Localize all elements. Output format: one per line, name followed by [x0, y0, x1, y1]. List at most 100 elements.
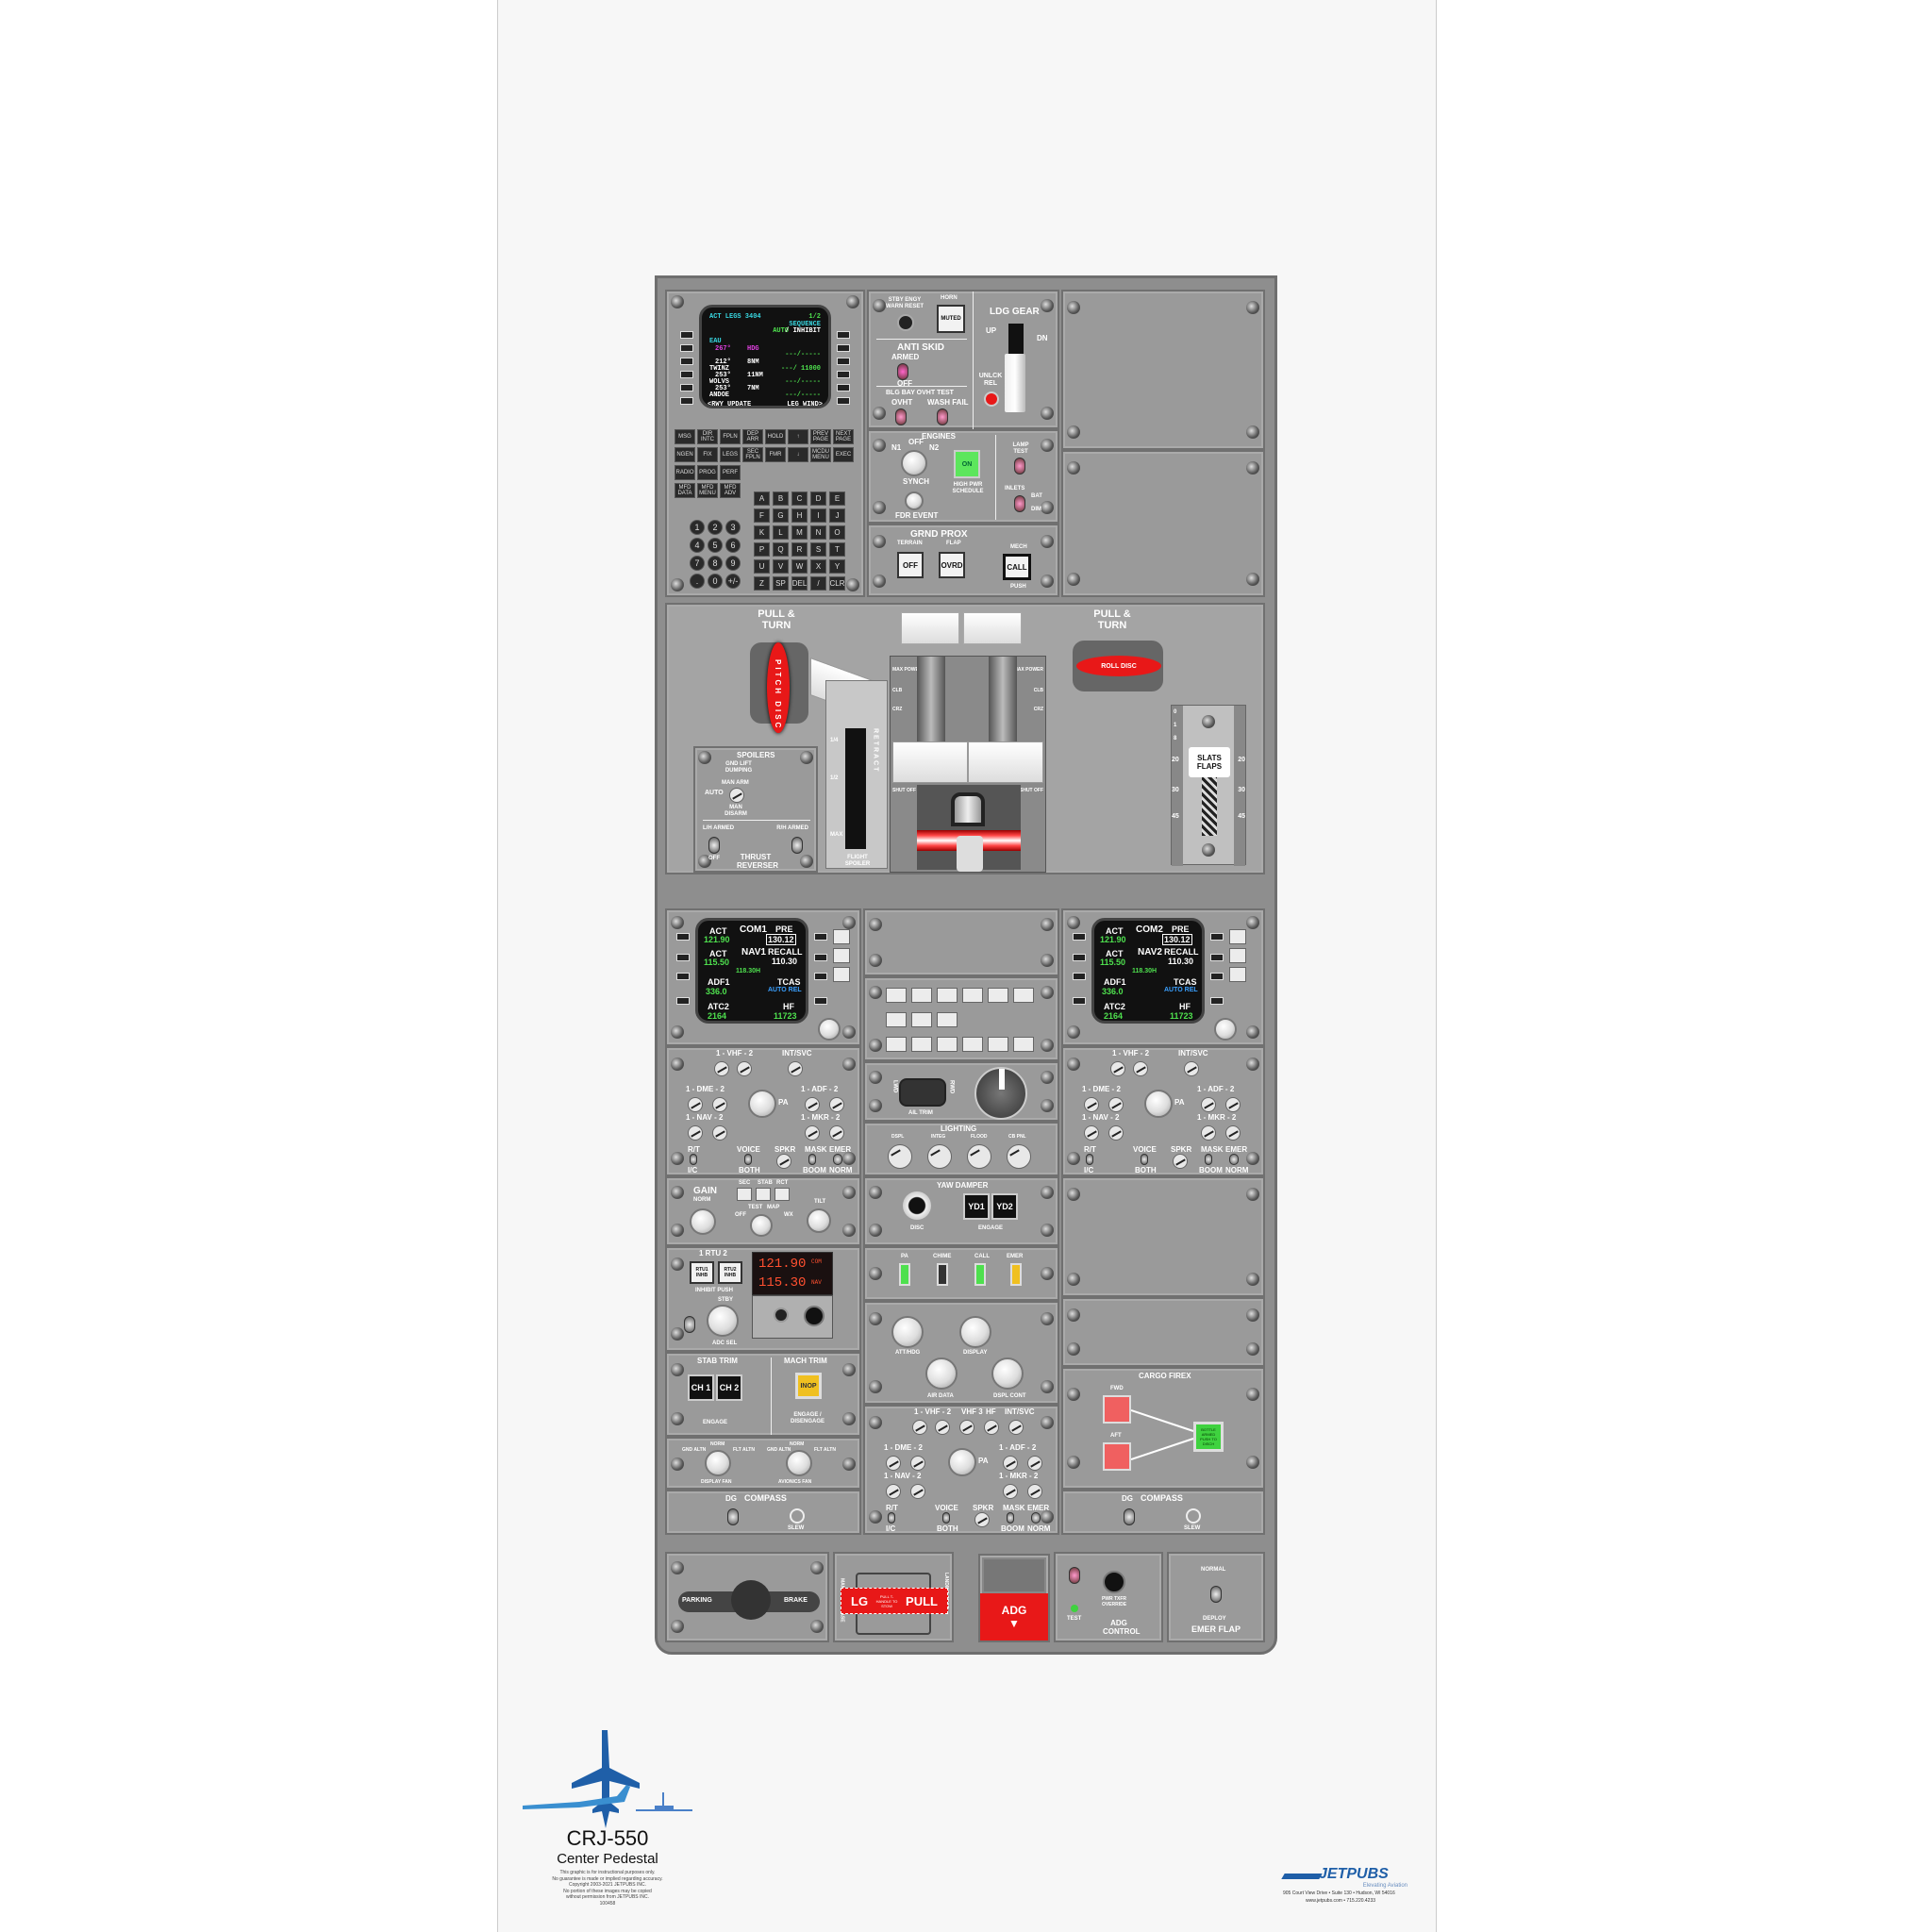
reversion-button[interactable] — [911, 1037, 932, 1052]
audio-volume-knob[interactable] — [984, 1420, 999, 1435]
fms-alpha-key[interactable]: O — [829, 525, 845, 540]
audio-volume-knob[interactable] — [1003, 1456, 1018, 1471]
audio-volume-knob[interactable] — [1008, 1420, 1024, 1435]
aileron-trim-switch[interactable] — [899, 1078, 946, 1107]
slats-flaps-handle[interactable]: SLATS FLAPS — [1189, 747, 1230, 777]
rtu1-lsk-l2[interactable] — [676, 954, 690, 961]
audio-volume-knob[interactable] — [910, 1456, 925, 1471]
fms-key[interactable]: MCDU MENU — [810, 447, 831, 462]
flood-lighting-knob[interactable] — [967, 1144, 991, 1169]
audio-volume-knob[interactable] — [829, 1125, 844, 1141]
mask-boom-switch[interactable] — [1007, 1512, 1014, 1524]
reversion-button[interactable] — [886, 988, 907, 1003]
lsk-r2[interactable] — [837, 344, 850, 352]
left-thrust-reverser-switch[interactable] — [708, 837, 720, 854]
dspl-cont-selector[interactable] — [991, 1357, 1024, 1390]
rtu2-lsk-l1[interactable] — [1073, 933, 1086, 941]
fms-alpha-key[interactable]: U — [754, 559, 770, 574]
rtu1-lsk-r1[interactable] — [814, 933, 827, 941]
rtu1-lsk-l3[interactable] — [676, 973, 690, 980]
lamp-test-switch[interactable] — [1014, 458, 1025, 475]
yd2-button[interactable]: YD2 — [991, 1193, 1018, 1220]
rt-ic-switch[interactable] — [888, 1512, 895, 1524]
cargo-bottle-armed-button[interactable]: BOTTLE ARMED PUSH TO DISCH — [1193, 1422, 1224, 1452]
fms-number-key[interactable]: 9 — [725, 556, 741, 571]
stab-trim-ch1-button[interactable]: CH 1 — [688, 1374, 714, 1401]
reversion-button[interactable] — [911, 1012, 932, 1027]
emer-annunciator[interactable] — [1010, 1263, 1022, 1286]
audio-volume-knob[interactable] — [1108, 1097, 1124, 1112]
rtu2-preset-freq[interactable]: 130.12 — [1162, 934, 1192, 945]
audio-volume-knob[interactable] — [829, 1097, 844, 1112]
audio-master-select-knob[interactable] — [748, 1090, 776, 1118]
fms-alpha-key[interactable]: N — [810, 525, 826, 540]
emer-flap-switch[interactable] — [1210, 1586, 1222, 1603]
fms-alpha-key[interactable]: V — [773, 559, 789, 574]
radar-tilt-knob[interactable] — [807, 1208, 831, 1233]
audio-volume-knob[interactable] — [1084, 1097, 1099, 1112]
audio-volume-knob[interactable] — [1184, 1061, 1199, 1076]
fms-alpha-key[interactable]: X — [810, 559, 826, 574]
chime-annunciator[interactable] — [937, 1263, 948, 1286]
audio-volume-knob[interactable] — [1201, 1125, 1216, 1141]
fms-key[interactable]: PREV PAGE — [810, 429, 831, 444]
audio-volume-knob[interactable] — [1108, 1125, 1124, 1141]
fms-alpha-key[interactable]: B — [773, 491, 789, 506]
anti-skid-switch[interactable] — [897, 363, 908, 380]
fms-alpha-key[interactable]: Z — [754, 576, 770, 591]
fms-alpha-key[interactable]: C — [791, 491, 808, 506]
audio-volume-knob[interactable] — [886, 1456, 901, 1471]
fms-number-key[interactable]: 2 — [708, 520, 723, 535]
emer-norm-switch[interactable] — [833, 1154, 842, 1165]
rtu1-page-button[interactable] — [833, 967, 850, 982]
compass-dg-mag-switch-1[interactable] — [727, 1508, 739, 1525]
fms-alpha-key[interactable]: K — [754, 525, 770, 540]
lsk-l2[interactable] — [680, 344, 693, 352]
thrust-lever-right-grip[interactable] — [968, 741, 1043, 783]
reversion-button[interactable] — [988, 988, 1008, 1003]
fms-alpha-key[interactable]: T — [829, 542, 845, 557]
fms-key[interactable]: HOLD — [765, 429, 786, 444]
speaker-volume-knob[interactable] — [776, 1154, 791, 1169]
audio-volume-knob[interactable] — [1110, 1061, 1125, 1076]
rtu1-lsk-l4[interactable] — [676, 997, 690, 1005]
att-hdg-selector[interactable] — [891, 1316, 924, 1348]
avionics-fan-selector[interactable] — [786, 1450, 812, 1476]
fms-key[interactable]: DIR INTC — [697, 429, 718, 444]
audio-volume-knob[interactable] — [1027, 1456, 1042, 1471]
adc-sel-knob[interactable] — [707, 1305, 739, 1337]
rtu2-inhibit-button[interactable]: RTU2 INHB — [718, 1261, 742, 1284]
mach-trim-inop-button[interactable]: INOP — [795, 1373, 822, 1399]
rtu2-lsk-l2[interactable] — [1073, 954, 1086, 961]
standby-radio-knob-small[interactable] — [774, 1307, 789, 1323]
rtu1-lsk-l1[interactable] — [676, 933, 690, 941]
voice-both-switch[interactable] — [942, 1512, 950, 1524]
lsk-r4[interactable] — [837, 371, 850, 378]
radar-sec-button[interactable] — [737, 1188, 752, 1201]
thrust-reverser-release[interactable] — [957, 836, 983, 872]
radar-rct-button[interactable] — [774, 1188, 790, 1201]
gear-unlock-release-button[interactable] — [984, 391, 999, 407]
reversion-button[interactable] — [937, 1012, 958, 1027]
fms-alpha-key[interactable]: CLR — [829, 576, 845, 591]
fms-alpha-key[interactable]: M — [791, 525, 808, 540]
rtu2-lsk-r2[interactable] — [1210, 954, 1224, 961]
voice-both-switch[interactable] — [1141, 1154, 1148, 1165]
engine-synch-selector[interactable] — [901, 450, 927, 476]
pa-annunciator[interactable] — [899, 1263, 910, 1286]
audio-volume-knob[interactable] — [805, 1125, 820, 1141]
fms-number-key[interactable]: +/- — [725, 574, 741, 589]
fms-key[interactable]: SEC FPLN — [742, 447, 763, 462]
fms-key[interactable]: FMR — [765, 447, 786, 462]
fms-alpha-key[interactable]: J — [829, 508, 845, 523]
mask-boom-switch[interactable] — [808, 1154, 816, 1165]
fms-alpha-key[interactable]: SP — [773, 576, 789, 591]
reversion-button[interactable] — [886, 1037, 907, 1052]
rtu1-lsk-r2[interactable] — [814, 954, 827, 961]
fms-key[interactable]: DEP ARR — [742, 429, 763, 444]
audio-volume-knob[interactable] — [1133, 1061, 1148, 1076]
fms-alpha-key[interactable]: R — [791, 542, 808, 557]
fms-key[interactable]: PERF — [720, 465, 741, 480]
audio-volume-knob[interactable] — [1003, 1484, 1018, 1499]
fms-number-key[interactable]: 5 — [708, 538, 723, 553]
